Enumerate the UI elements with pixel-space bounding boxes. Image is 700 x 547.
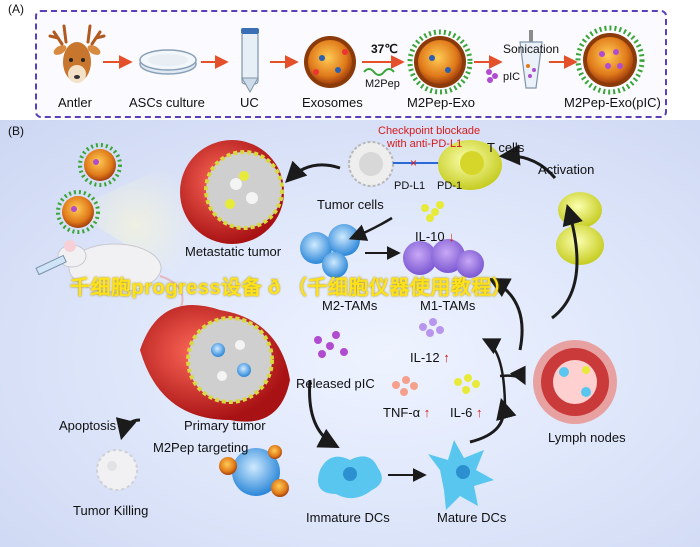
temperature-label: 37℃ <box>371 42 398 56</box>
released-pic-label: Released pIC <box>296 376 375 391</box>
t-cells-label: T cells <box>487 140 525 155</box>
m2pep-exo-icon <box>407 29 473 95</box>
centrifuge-tube-icon <box>241 28 259 94</box>
il12-cytokine-icon <box>419 318 444 337</box>
svg-text:×: × <box>410 156 417 170</box>
pic-label: pIC <box>503 71 521 83</box>
step-label-exosomes: Exosomes <box>302 95 363 110</box>
step-label-antler: Antler <box>58 95 92 110</box>
primary-tumor-label: Primary tumor <box>184 418 266 433</box>
step-label-uc: UC <box>240 95 259 110</box>
il10-down-arrow: ↓ <box>448 229 455 244</box>
il12-label: IL-12 ↑ <box>410 350 450 365</box>
mature-dc-icon <box>428 440 494 510</box>
sonication-tube-icon <box>519 30 543 89</box>
petri-dish-icon <box>139 49 197 75</box>
tumor-cells-label: Tumor cells <box>317 197 384 212</box>
tnf-cytokine-icon <box>392 376 418 396</box>
activated-t-cell-icon <box>556 192 604 265</box>
nanoparticle-icon <box>56 143 122 234</box>
step-label-m2pep-exo-pic: M2Pep-Exo(pIC) <box>564 95 661 110</box>
il6-label: IL-6 ↑ <box>450 405 483 420</box>
released-pic-icon <box>314 331 348 358</box>
activation-label: Activation <box>538 162 595 177</box>
m2pep-peptide-icon <box>363 68 395 76</box>
tumor-killing-label: Tumor Killing <box>73 503 149 518</box>
step-label-ascs-culture: ASCs culture <box>129 95 205 110</box>
metastatic-tumor-icon <box>180 140 284 244</box>
exosome-icon <box>304 36 356 88</box>
t-cell-icon <box>438 140 502 190</box>
m1-tams-label: M1-TAMs <box>420 298 476 313</box>
panel-b-tag: (B) <box>8 124 24 138</box>
lymph-nodes-label: Lymph nodes <box>548 430 626 445</box>
m2pep-exo-pic-icon <box>575 25 645 95</box>
mouse-icon <box>57 240 184 311</box>
apoptosis-label: Apoptosis <box>59 418 117 433</box>
lymph-node-icon <box>533 340 617 424</box>
watermark-overlay: 千细胞progress设备 ð （千细胞仪器使用教程） <box>70 277 513 299</box>
sonication-label: Sonication <box>503 42 560 56</box>
checkpoint-label-line2: with anti-PD-L1 <box>387 138 463 150</box>
metastatic-tumor-label: Metastatic tumor <box>185 244 282 259</box>
tnf-label: TNF-α ↑ <box>383 405 431 420</box>
il12-up-arrow: ↑ <box>443 350 450 365</box>
syringe-icon <box>35 254 67 276</box>
immature-dc-icon <box>318 456 382 499</box>
pd-l1-label: PD-L1 <box>394 180 426 192</box>
m2pep-label: M2Pep <box>365 78 400 90</box>
dead-tumor-cell-icon <box>96 449 138 491</box>
mature-dcs-label: Mature DCs <box>437 510 507 525</box>
deer-icon <box>48 24 106 83</box>
pd-1-label: PD-1 <box>437 180 463 192</box>
tnf-up-arrow: ↑ <box>423 405 431 420</box>
primary-tumor-icon <box>140 305 290 422</box>
il6-cytokine-icon <box>454 374 480 394</box>
immature-dcs-label: Immature DCs <box>306 510 390 525</box>
targeting-particle-icon <box>219 445 289 497</box>
il10-cytokine-icon <box>421 201 444 222</box>
step-label-m2pep-exo: M2Pep-Exo <box>407 95 475 110</box>
panel-a-tag: (A) <box>8 2 24 16</box>
il10-label: IL-10 ↓ <box>415 229 455 244</box>
checkpoint-label-line1: Checkpoint blockade <box>378 125 481 137</box>
m2pep-targeting-label: M2Pep targeting <box>153 440 249 455</box>
pic-particles-icon <box>486 69 498 83</box>
m1-tam-icon <box>403 239 484 278</box>
m2-tams-label: M2-TAMs <box>322 298 378 313</box>
il6-up-arrow: ↑ <box>476 405 483 420</box>
m2-tam-icon <box>300 224 360 278</box>
